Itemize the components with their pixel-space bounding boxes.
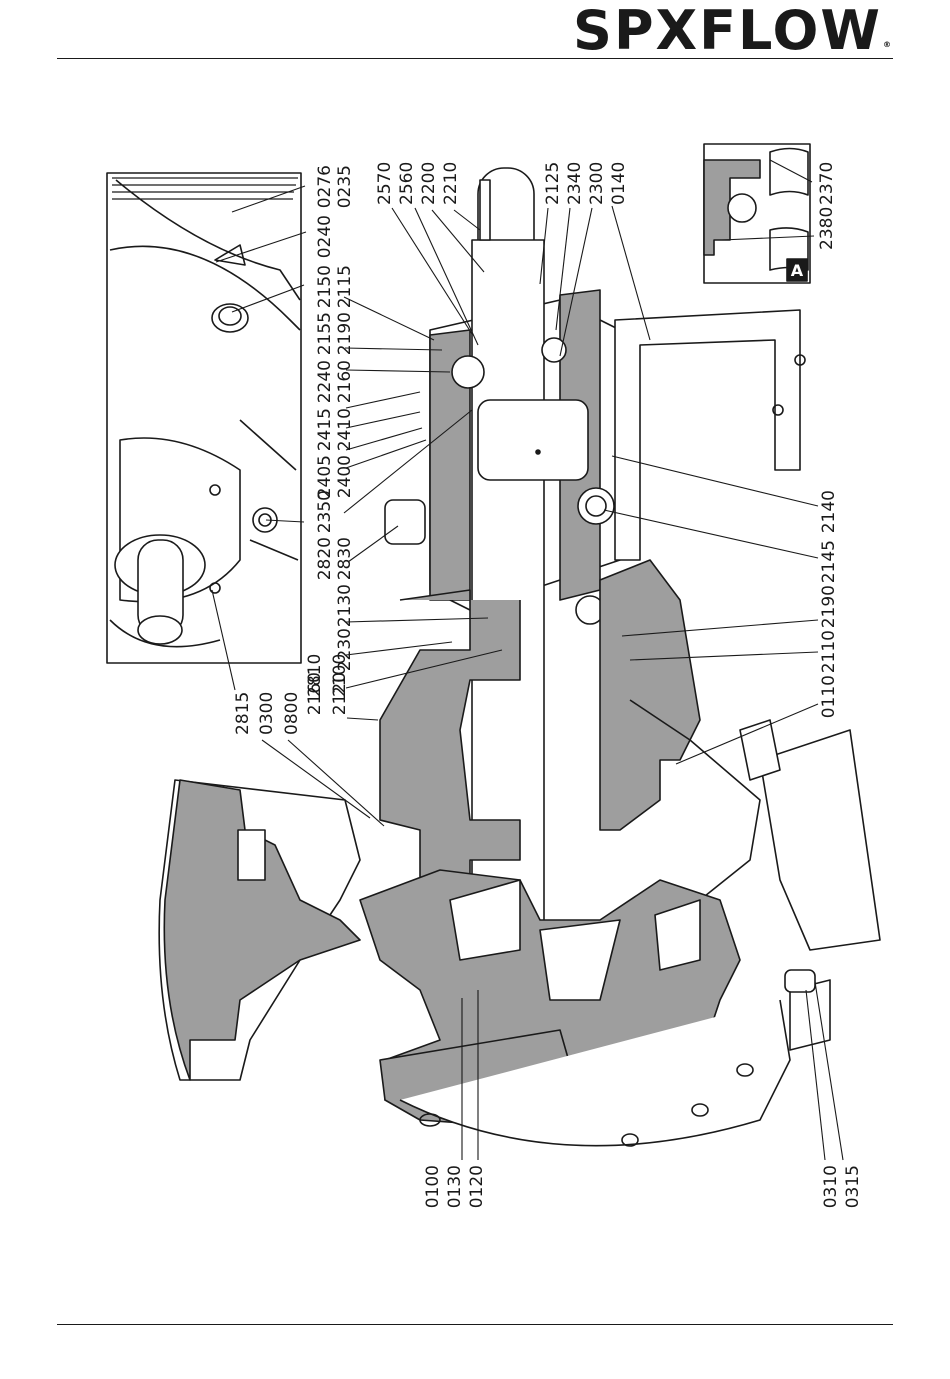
label-2110: 2110 (819, 630, 839, 673)
label-0800: 0800 (282, 692, 302, 735)
label-0240: 0240 (315, 215, 335, 258)
detail-inset-left (107, 173, 301, 663)
label-0235: 0235 (335, 165, 355, 208)
label-0310: 0310 (821, 1165, 841, 1208)
discharge-flange (740, 720, 880, 1050)
label-2190-top: 2190 (335, 312, 355, 355)
label-2140: 2140 (819, 490, 839, 533)
label-2160-top: 2160 (335, 360, 355, 403)
label-2810: 2810 (305, 654, 325, 697)
label-2115: 2115 (335, 265, 355, 308)
label-2340: 2340 (565, 162, 585, 205)
label-2560: 2560 (397, 162, 417, 205)
label-2100: 2100 (330, 654, 350, 697)
label-2150: 2150 (315, 265, 335, 308)
label-2380: 2380 (817, 207, 837, 250)
label-2410: 2410 (335, 408, 355, 451)
label-0276: 0276 (315, 165, 335, 208)
label-2815: 2815 (233, 692, 253, 735)
label-2125: 2125 (543, 162, 563, 205)
label-2155: 2155 (315, 312, 335, 355)
label-2350: 2350 (315, 490, 335, 533)
label-2130: 2130 (335, 584, 355, 627)
label-2570: 2570 (375, 162, 395, 205)
label-2210: 2210 (441, 162, 461, 205)
label-2370: 2370 (817, 162, 837, 205)
label-2830: 2830 (335, 537, 355, 580)
label-2240: 2240 (315, 360, 335, 403)
label-2190-right: 2190 (819, 585, 839, 628)
label-0120: 0120 (467, 1165, 487, 1208)
label-0300: 0300 (257, 692, 277, 735)
inset-tag-a: A (791, 261, 804, 280)
label-2400: 2400 (335, 455, 355, 498)
label-0315: 0315 (843, 1165, 863, 1208)
label-2200: 2200 (419, 162, 439, 205)
label-0100: 0100 (423, 1165, 443, 1208)
label-2145: 2145 (819, 540, 839, 583)
label-2820: 2820 (315, 537, 335, 580)
label-2415: 2415 (315, 408, 335, 451)
label-0110: 0110 (819, 675, 839, 718)
label-0130: 0130 (445, 1165, 465, 1208)
label-0140: 0140 (609, 162, 629, 205)
label-2300: 2300 (587, 162, 607, 205)
